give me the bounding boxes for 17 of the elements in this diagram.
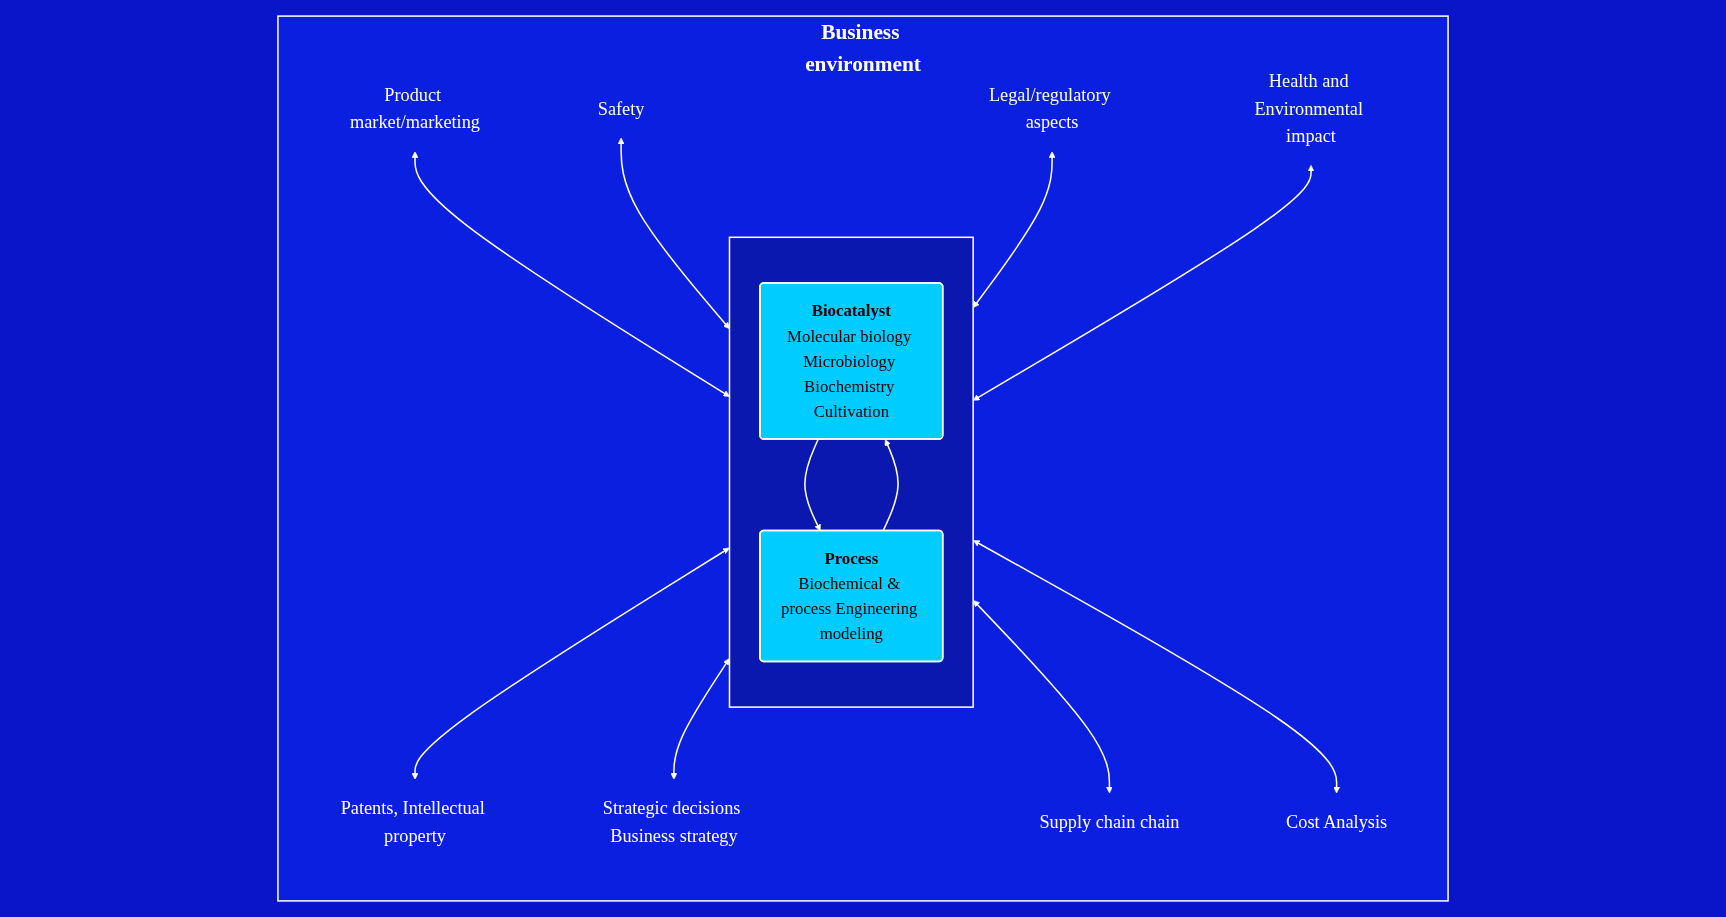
arrow: [973, 540, 1340, 794]
node-text: Cost Analysis: [1286, 812, 1388, 832]
arrow: [411, 547, 730, 780]
node-text: Strategic decisions Business strategy: [602, 798, 741, 846]
cluster: [728, 236, 974, 708]
node-text: Legal/regulatory aspects: [988, 85, 1111, 133]
node-text: Safety: [597, 98, 645, 119]
arrow: [804, 438, 821, 532]
node-text: Patents, Intellectual property: [340, 798, 485, 846]
node-text: Product market/marketing: [350, 85, 480, 133]
node-text: Supply chain chain: [1039, 812, 1180, 832]
arrow: [617, 137, 730, 330]
arrow: [882, 439, 899, 532]
arrow: [670, 658, 730, 780]
node-text: Health and Environmental impact: [1254, 71, 1364, 146]
arrow: [973, 600, 1113, 794]
arrow: [411, 151, 730, 397]
